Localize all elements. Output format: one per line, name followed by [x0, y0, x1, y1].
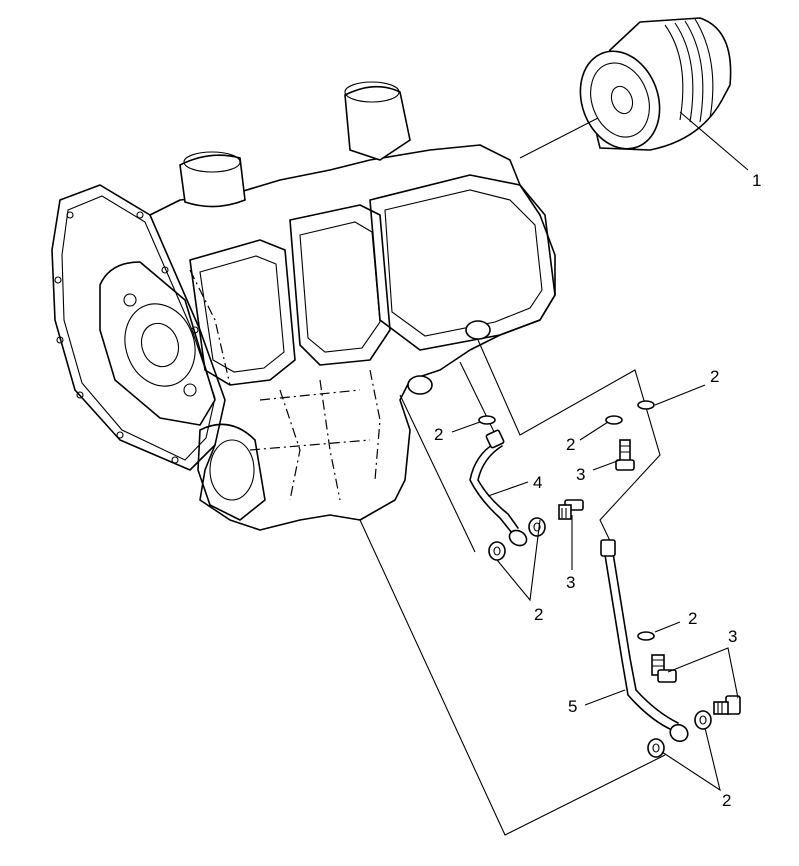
banjo-bolts	[558, 439, 741, 715]
banjo-bolt	[615, 439, 635, 471]
washer	[694, 710, 712, 730]
washer	[478, 415, 496, 425]
banjo-bolt	[651, 654, 677, 683]
callout-2: 2	[434, 425, 443, 444]
engine-crankcase	[51, 81, 556, 531]
oil-filter	[579, 17, 732, 151]
callout-2: 2	[722, 791, 731, 810]
callout-3: 3	[566, 573, 575, 592]
assembly-lines	[359, 117, 666, 836]
banjo-bolt	[558, 499, 584, 520]
callout-leaders	[451, 111, 749, 792]
washer	[605, 415, 623, 425]
callout-labels: 1 2 2 2 3 4 3 2 2 3 5 2	[434, 171, 761, 810]
callout-2: 2	[710, 367, 719, 386]
callout-2: 2	[534, 605, 543, 624]
callout-3: 3	[576, 465, 585, 484]
callout-5: 5	[568, 697, 577, 716]
callout-3: 3	[728, 627, 737, 646]
washer	[528, 517, 546, 537]
washer	[637, 631, 655, 641]
washer	[637, 400, 655, 410]
banjo-bolt	[713, 695, 741, 715]
oil-line-5	[600, 539, 689, 743]
callout-2: 2	[566, 435, 575, 454]
washer	[647, 738, 665, 758]
oil-line-4	[469, 429, 528, 547]
callout-4: 4	[533, 473, 542, 492]
sealing-washers	[478, 400, 712, 758]
callout-1: 1	[752, 171, 761, 190]
washer	[488, 541, 506, 561]
callout-2: 2	[688, 609, 697, 628]
